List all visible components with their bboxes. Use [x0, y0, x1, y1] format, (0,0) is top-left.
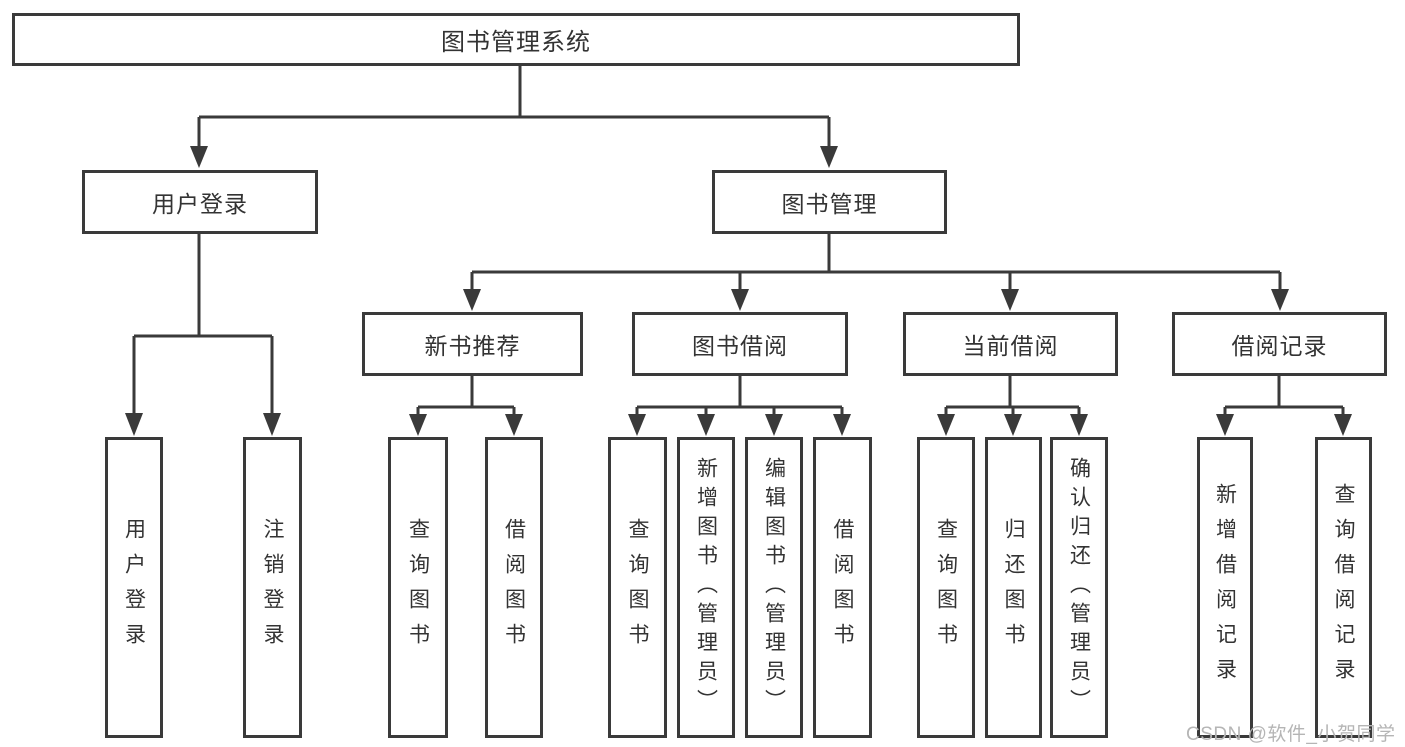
node-borrow-books-recommend: 借阅图书	[485, 437, 543, 738]
node-borrow-books-borrow: 借阅图书	[813, 437, 872, 738]
node-add-borrow-record: 新增借阅记录	[1197, 437, 1253, 738]
node-borrow-books-borrow-label: 借阅图书	[831, 517, 854, 658]
node-user-login-leaf: 用户登录	[105, 437, 163, 738]
node-return-book: 归还图书	[985, 437, 1042, 738]
node-current-borrow-label: 当前借阅	[962, 333, 1059, 359]
node-confirm-return-admin-label: 确认归还（管理员）	[1067, 457, 1091, 718]
connector-recommend-split	[409, 376, 523, 436]
connector-borrow-split	[628, 376, 851, 436]
node-logout-label: 注销登录	[261, 517, 284, 658]
connector-management-split	[463, 234, 1289, 311]
node-user-login-label: 用户登录	[152, 191, 248, 217]
node-query-borrow-record-label: 查询借阅记录	[1332, 482, 1355, 693]
node-root: 图书管理系统	[12, 13, 1020, 66]
node-query-books-recommend-label: 查询图书	[406, 517, 430, 658]
node-logout: 注销登录	[243, 437, 302, 738]
csdn-watermark: CSDN @软件_小贺同学	[1186, 724, 1396, 745]
node-edit-book-admin: 编辑图书（管理员）	[745, 437, 803, 738]
node-book-borrow-label: 图书借阅	[692, 333, 788, 359]
node-query-books-current-label: 查询图书	[934, 517, 958, 658]
node-new-book-recommend: 新书推荐	[362, 312, 583, 376]
node-query-borrow-record: 查询借阅记录	[1315, 437, 1372, 738]
node-query-books-borrow: 查询图书	[608, 437, 667, 738]
node-user-login: 用户登录	[82, 170, 318, 234]
node-borrow-records: 借阅记录	[1172, 312, 1387, 376]
node-query-books-recommend: 查询图书	[388, 437, 448, 738]
node-root-label: 图书管理系统	[441, 29, 591, 56]
node-return-book-label: 归还图书	[1002, 517, 1025, 658]
connector-root-split	[190, 66, 838, 168]
connector-current-split	[937, 376, 1088, 436]
node-book-management-label: 图书管理	[781, 191, 878, 217]
node-query-books-current: 查询图书	[917, 437, 975, 738]
connector-login-split	[125, 234, 281, 436]
node-add-book-admin: 新增图书（管理员）	[677, 437, 735, 738]
node-confirm-return-admin: 确认归还（管理员）	[1050, 437, 1108, 738]
node-book-management: 图书管理	[712, 170, 947, 234]
node-new-book-recommend-label: 新书推荐	[424, 333, 521, 359]
node-book-borrow: 图书借阅	[632, 312, 848, 376]
node-add-borrow-record-label: 新增借阅记录	[1213, 482, 1237, 693]
node-edit-book-admin-label: 编辑图书（管理员）	[762, 457, 786, 718]
node-borrow-records-label: 借阅记录	[1231, 333, 1328, 359]
connector-records-split	[1216, 376, 1352, 436]
node-add-book-admin-label: 新增图书（管理员）	[694, 457, 718, 718]
node-borrow-books-recommend-label: 借阅图书	[502, 517, 526, 658]
node-current-borrow: 当前借阅	[903, 312, 1118, 376]
node-query-books-borrow-label: 查询图书	[626, 517, 649, 658]
node-user-login-leaf-label: 用户登录	[122, 517, 146, 658]
